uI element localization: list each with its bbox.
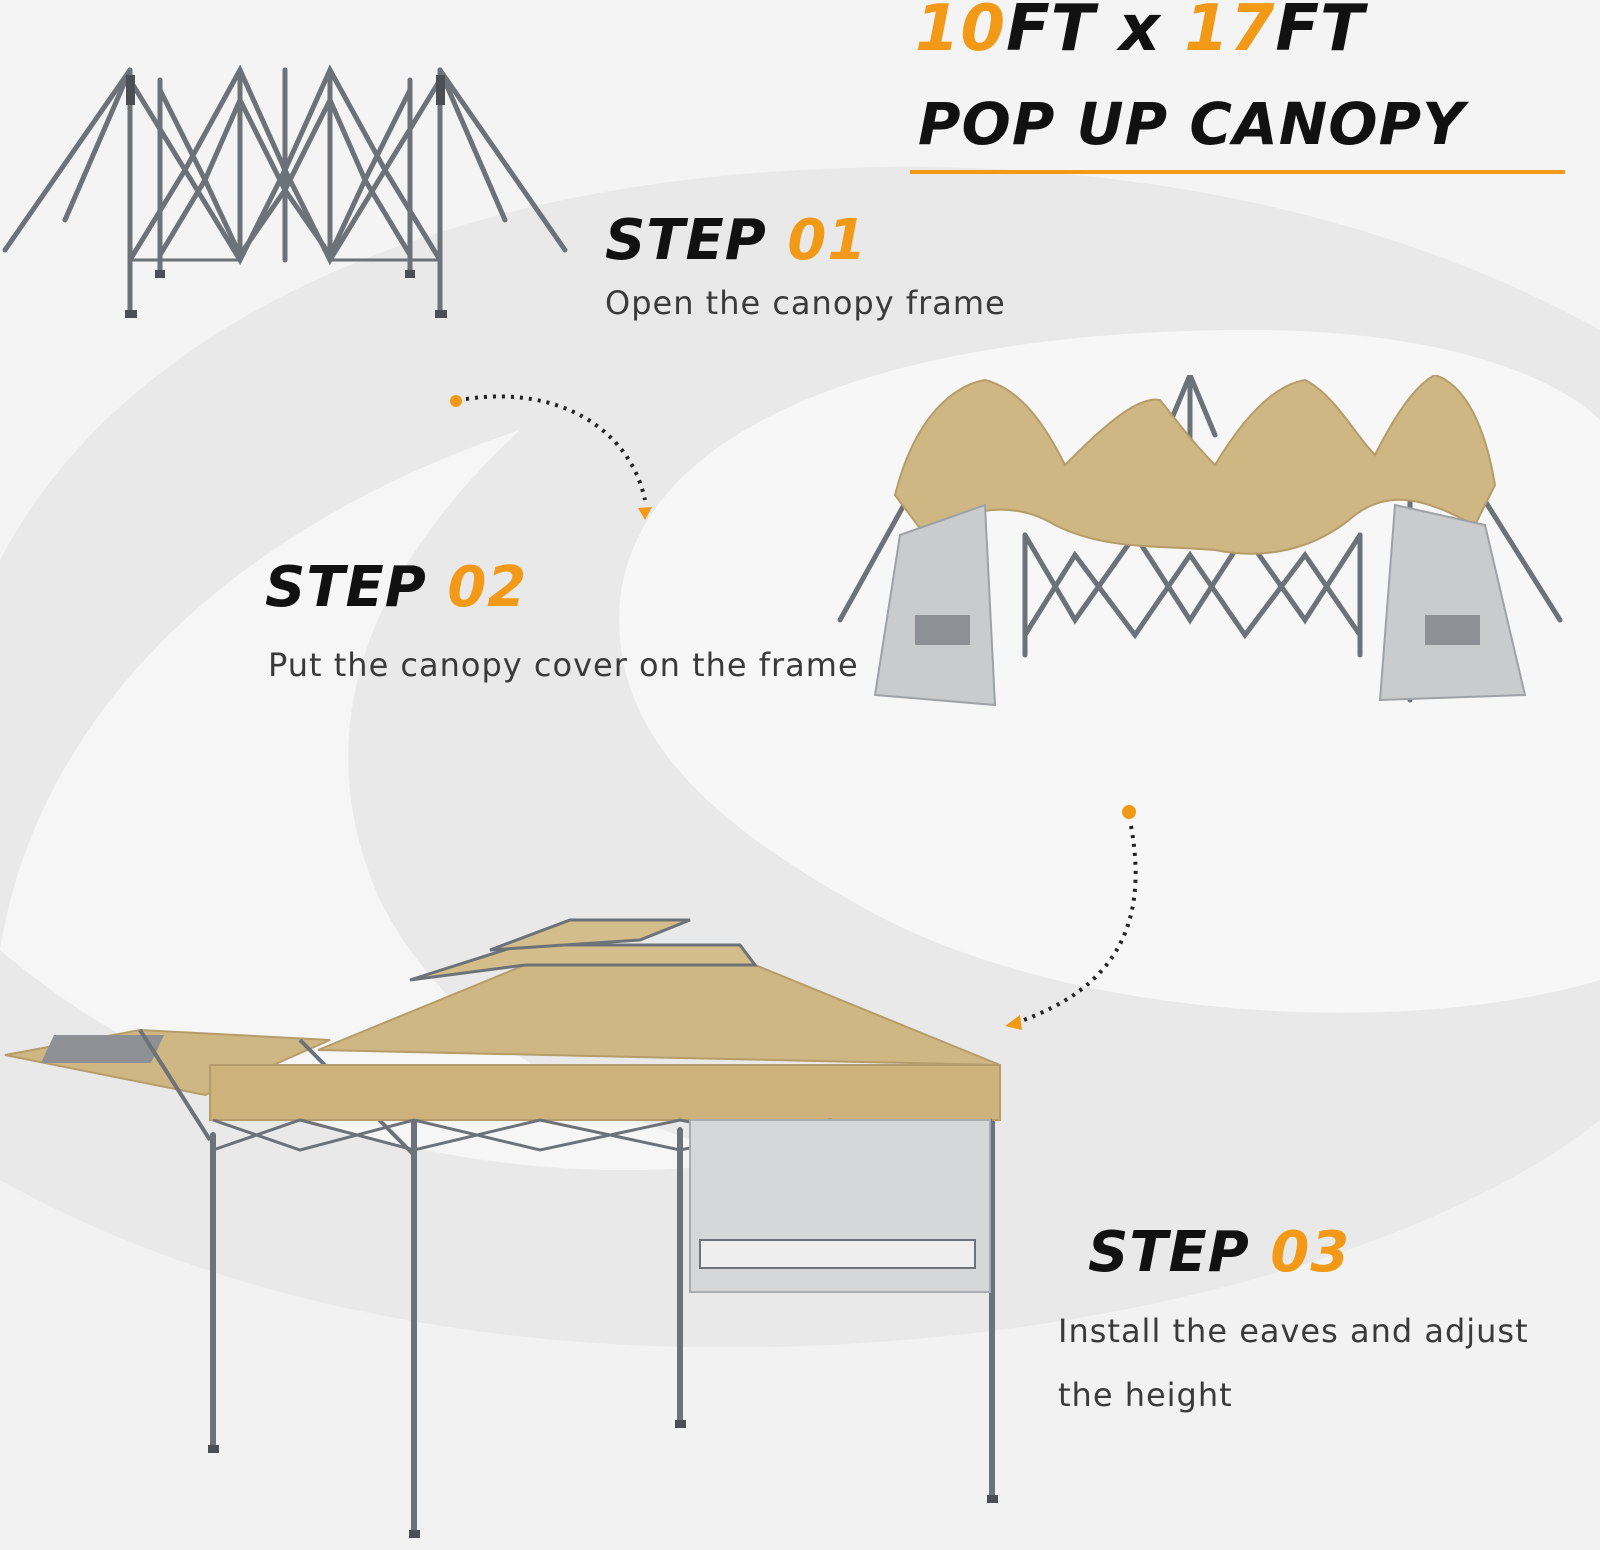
step-3-heading: STEP 03 — [1088, 1220, 1351, 1285]
step-3-description-line-2: the height — [1058, 1376, 1233, 1414]
frame-illustration — [2, 64, 568, 318]
step-1-description: Open the canopy frame — [605, 284, 1006, 322]
step-2-heading: STEP 02 — [265, 555, 528, 620]
step-1-heading: STEP 01 — [605, 208, 868, 273]
product-subtitle: POP UP CANOPY — [918, 90, 1466, 158]
title-underline — [910, 170, 1565, 174]
step-3-description-line-1: Install the eaves and adjust — [1058, 1312, 1529, 1350]
step-2-description: Put the canopy cover on the frame — [268, 646, 859, 684]
canopy-cover-illustration — [837, 375, 1563, 707]
assembled-canopy-illustration — [4, 918, 1001, 1538]
product-size-title: 10FT x 17FT — [915, 0, 1365, 66]
